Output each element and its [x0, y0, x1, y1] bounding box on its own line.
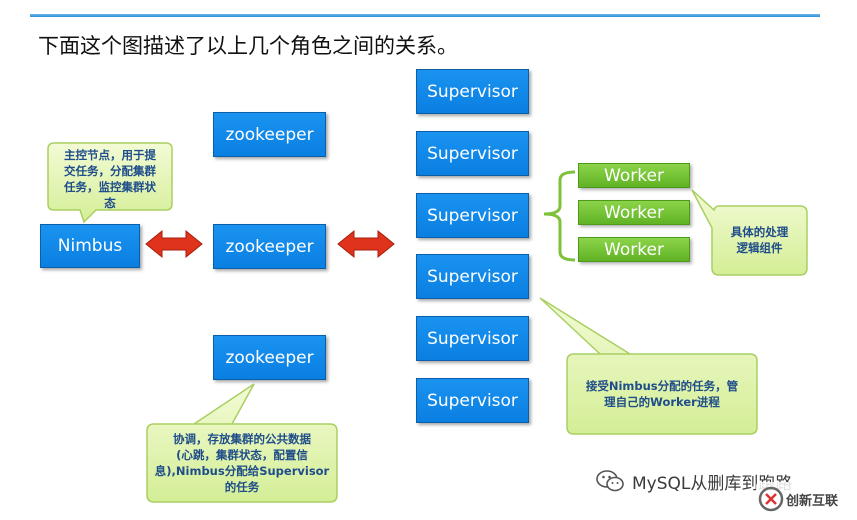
- double-arrow-icon: [337, 229, 395, 259]
- zookeeper-callout-bubble: [146, 383, 338, 503]
- double-arrow-icon: [145, 229, 203, 259]
- worker-node: Worker: [578, 237, 690, 262]
- nimbus-node: Nimbus: [40, 224, 140, 268]
- nimbus-callout-bubble: [47, 142, 173, 224]
- callout-line: 接受Nimbus分配的任务，管: [585, 379, 739, 393]
- supervisor-node: Supervisor: [416, 193, 529, 238]
- callout-line: 息),Nimbus分配给Supervisor: [154, 464, 330, 478]
- callout-line: 态: [104, 196, 116, 210]
- worker-node: Worker: [578, 200, 690, 225]
- callout-line: 逻辑组件: [736, 241, 783, 255]
- worker-node: Worker: [578, 163, 690, 188]
- callout-line: 的任务: [224, 480, 260, 494]
- supervisor-node: Supervisor: [416, 131, 529, 176]
- supervisor-node: Supervisor: [416, 69, 529, 114]
- watermark-logo: 创新互联: [756, 482, 854, 516]
- supervisor-callout: 接受Nimbus分配的任务，管 理自己的Worker进程: [567, 378, 757, 410]
- supervisor-node: Supervisor: [416, 316, 529, 361]
- nimbus-callout: 主控节点，用于提 交任务，分配集群 任务，监控集群状 态: [48, 147, 172, 211]
- callout-line: 具体的处理: [730, 225, 789, 239]
- worker-callout-bubble: [691, 189, 808, 276]
- worker-callout: 具体的处理 逻辑组件: [712, 224, 807, 256]
- wechat-icon: [596, 470, 624, 492]
- page-title: 下面这个图描述了以上几个角色之间的关系。: [38, 34, 458, 58]
- watermark-logo-text: 创新互联: [786, 494, 839, 509]
- supervisor-node: Supervisor: [416, 378, 529, 423]
- top-rule: [30, 14, 820, 17]
- callout-line: (心跳，集群状态，配置信: [176, 448, 308, 462]
- callout-line: 主控节点，用于提: [64, 148, 156, 162]
- zookeeper-node: zookeeper: [213, 224, 326, 269]
- brand-logo-icon: [758, 486, 784, 512]
- callout-line: 交任务，分配集群: [64, 164, 156, 178]
- watermark-text: MySQL从删库到跑路: [632, 474, 793, 494]
- supervisor-node: Supervisor: [416, 254, 529, 299]
- callout-line: 理自己的Worker进程: [604, 395, 720, 409]
- supervisor-callout-bubble: [539, 297, 758, 435]
- zookeeper-node: zookeeper: [213, 335, 326, 380]
- zookeeper-callout: 协调，存放集群的公共数据 (心跳，集群状态，配置信 息),Nimbus分配给Su…: [147, 431, 337, 495]
- callout-line: 协调，存放集群的公共数据: [173, 432, 311, 446]
- callout-line: 任务，监控集群状: [64, 180, 156, 194]
- zookeeper-node: zookeeper: [213, 112, 326, 157]
- brace-connector: [543, 170, 576, 262]
